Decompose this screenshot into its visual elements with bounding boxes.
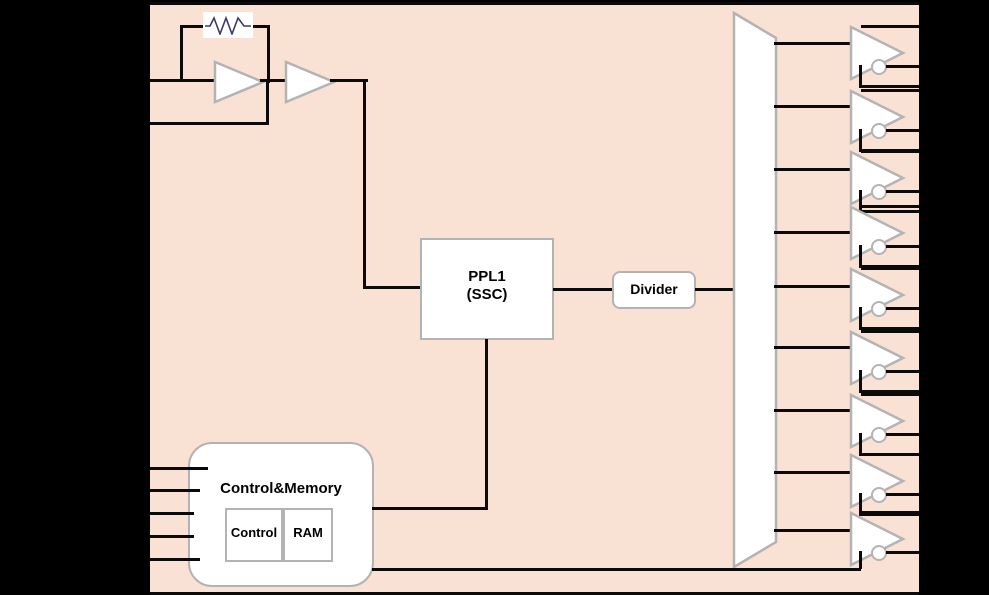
output-complement-stub [859,433,862,455]
wire-control-to-pll-rise [485,339,488,510]
output-complement [886,245,919,248]
output-complement-stub [859,190,862,212]
pll-label-line2: (SSC) [466,286,508,303]
control-memory-label: Control&Memory [220,480,342,497]
control-cell-label: Control [230,525,278,540]
pll-label: PPL1 (SSC) [420,268,554,304]
ram-cell-label: RAM [293,525,323,540]
inversion-bubble [871,427,887,443]
wire-resistor-left [180,25,210,28]
control-input-pin [150,535,194,538]
wire-osc-feedback-bottom [150,122,268,125]
output-complement-run [859,327,919,330]
wire-control-bus [372,568,861,571]
output-true [861,453,919,456]
wire-control-to-pll [372,507,488,510]
osc-buffer-icon [284,60,336,104]
output-true [861,205,919,208]
output-complement-stub [859,493,862,515]
wire-resistor-right-drop [267,25,270,83]
output-complement-run [859,513,919,516]
wire-fanout-branch [774,105,853,108]
inversion-bubble [871,239,887,255]
pll-label-line1: PPL1 [468,268,506,285]
inversion-bubble [871,364,887,380]
wire-resistor-right [252,25,270,28]
wire-pll-to-divider [553,288,613,291]
output-true [861,150,919,153]
wire-fanout-branch [774,471,853,474]
output-complement-stub [859,245,862,267]
inversion-bubble [871,545,887,561]
output-complement-stub [859,307,862,329]
output-true [861,330,919,333]
output-complement-stub [859,129,862,151]
output-complement [886,551,919,554]
output-complement [886,493,919,496]
control-input-pin [150,558,200,561]
wire-fanout-branch [774,529,853,532]
output-complement-run [859,390,919,393]
wire-osc-out [330,79,366,82]
output-complement-run [859,265,919,268]
output-complement-stub [859,370,862,392]
wire-divider-to-fanout [695,288,745,291]
fanout-block[interactable] [730,10,780,570]
output-complement [886,370,919,373]
wire-osc-feedback-right [266,79,269,125]
inversion-bubble [871,487,887,503]
diagram-panel: PPL1 (SSC) Divider [150,2,919,595]
output-true [861,393,919,396]
wire-fanout-branch [774,285,853,288]
output-true [861,89,919,92]
output-complement [886,433,919,436]
pll-block[interactable] [420,238,554,340]
wire-osc-to-pll-drop [363,79,366,288]
output-complement-stub [859,65,862,87]
output-true [861,267,919,270]
control-cell[interactable] [225,508,283,562]
output-true [861,511,919,514]
inversion-bubble [871,59,887,75]
divider-block[interactable] [612,271,696,309]
output-complement-run [859,85,919,88]
divider-label: Divider [630,281,678,297]
wire-fanout-branch [774,231,853,234]
output-complement-run [859,210,919,213]
output-complement [886,129,919,132]
wire-osc-to-pll [363,286,421,289]
wire-fanout-branch [774,346,853,349]
ram-cell[interactable] [283,508,333,562]
wire-fanout-branch [774,168,853,171]
output-complement [886,307,919,310]
osc-inverter-icon [213,60,265,104]
control-input-pin [150,512,194,515]
wire-fanout-branch [774,42,853,45]
control-input-pin [150,489,200,492]
output-complement-stub [859,551,862,569]
output-complement [886,65,919,68]
control-input-pin [150,467,208,470]
wire-resistor-left-drop [180,25,183,81]
inversion-bubble [871,123,887,139]
output-complement [886,190,919,193]
wire-fanout-branch [774,409,853,412]
resistor-icon [205,15,251,35]
output-true [861,25,919,28]
inversion-bubble [871,301,887,317]
inversion-bubble [871,184,887,200]
